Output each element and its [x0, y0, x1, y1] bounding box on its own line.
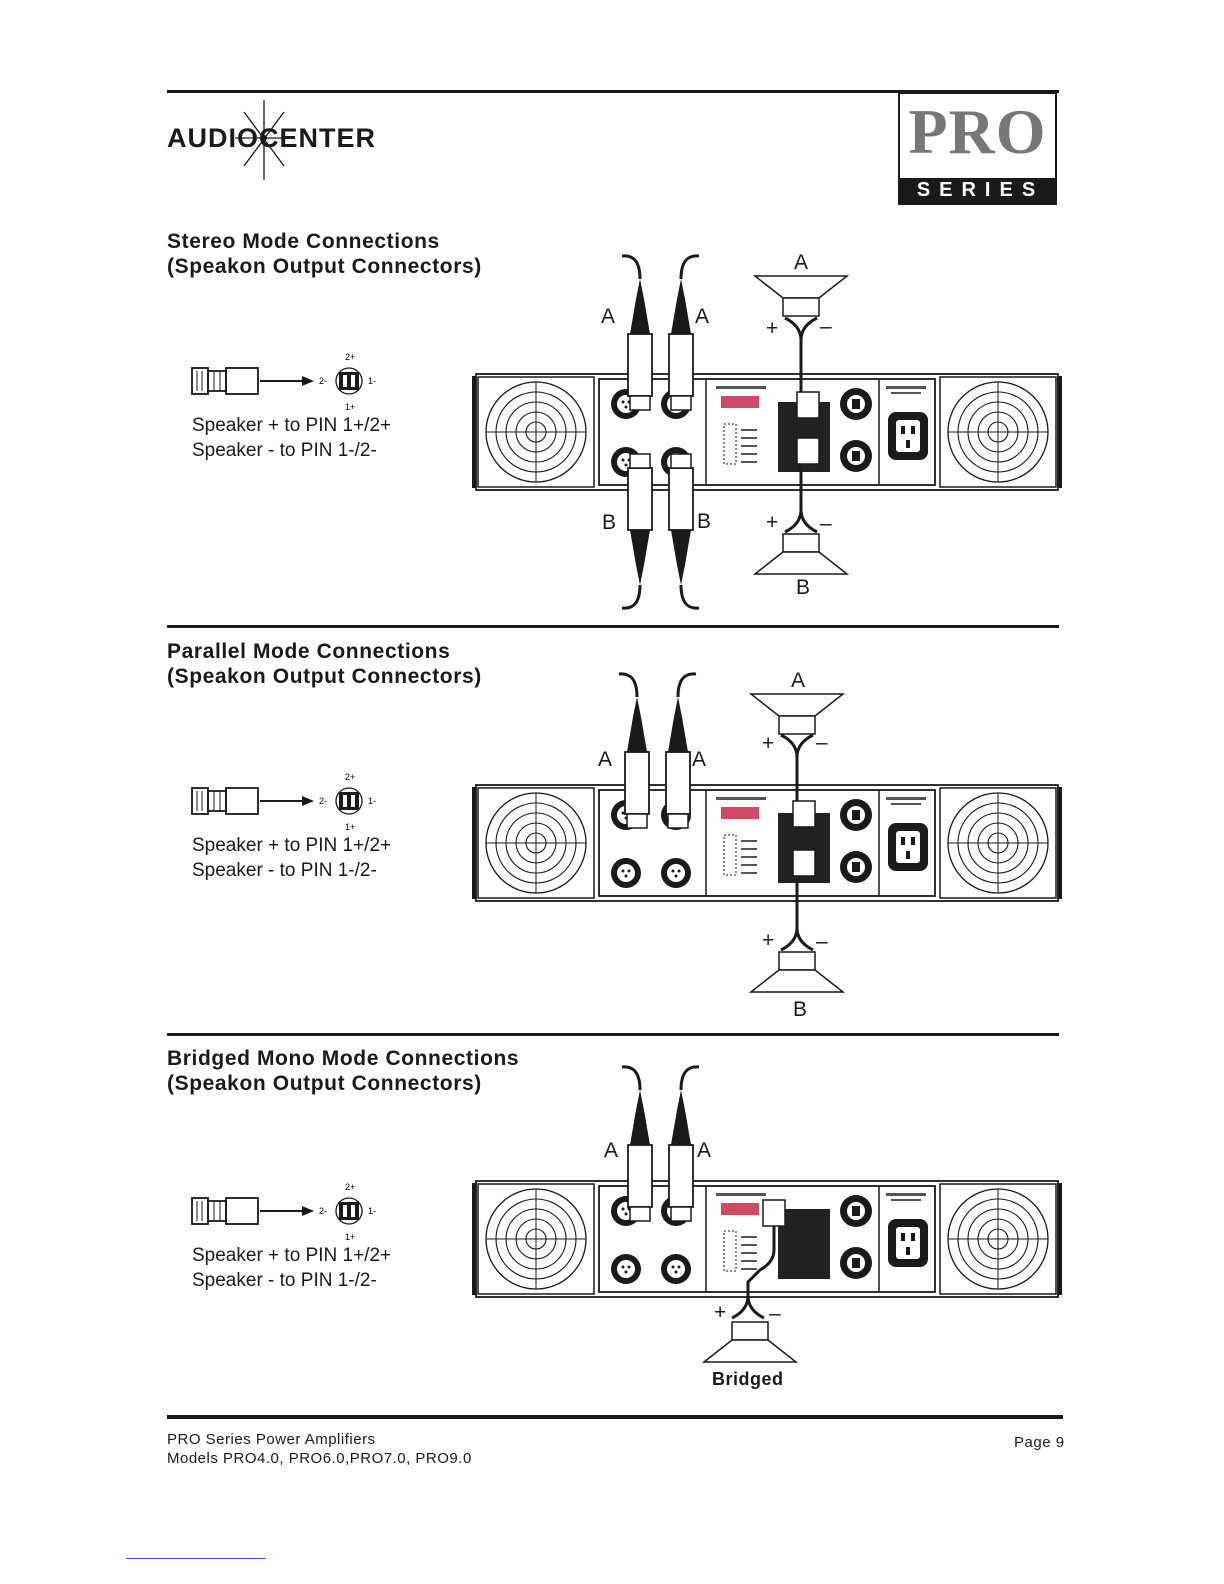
pro-series-badge: PRO SERIES	[898, 92, 1057, 205]
polarity-plus: +	[762, 732, 774, 755]
bridged-diagram: 2+ 2- 1- 1+ A A + –	[191, 1065, 1062, 1363]
section-divider-1	[167, 625, 1059, 628]
pin-label: 1-	[368, 1206, 376, 1216]
speaker-label-a: A	[791, 669, 805, 692]
speaker-bridged-icon	[703, 1321, 797, 1363]
polarity-plus: +	[762, 929, 774, 952]
pin-line: Speaker + to PIN 1+/2+	[192, 415, 392, 436]
bridged-heading: Bridged Mono Mode Connections (Speakon O…	[167, 1046, 519, 1096]
pin-label: 1-	[368, 376, 376, 386]
pin-label: 2-	[319, 796, 327, 806]
pin-line: Speaker - to PIN 1-/2-	[192, 1270, 377, 1291]
speaker-b-icon	[750, 951, 844, 993]
parallel-pin-note: Speaker + to PIN 1+/2+ Speaker - to PIN …	[192, 833, 391, 883]
header-rule	[167, 90, 1059, 93]
pin-label: 1+	[345, 1232, 355, 1242]
starburst-icon	[235, 100, 293, 180]
footnote-separator	[126, 1558, 266, 1559]
polarity-minus: –	[820, 512, 832, 535]
footer-line: PRO Series Power Amplifiers	[167, 1431, 376, 1448]
pin-label: 1-	[368, 796, 376, 806]
speaker-label-a: A	[794, 251, 808, 274]
pin-line: Speaker + to PIN 1+/2+	[192, 835, 392, 856]
input-label-a: A	[598, 748, 612, 771]
input-label-a: A	[695, 305, 709, 328]
speakon-pinout-icon	[335, 787, 363, 815]
speakon-pinout-icon	[335, 367, 363, 395]
pin-line: Speaker - to PIN 1-/2-	[192, 860, 377, 881]
polarity-plus: +	[766, 317, 778, 340]
parallel-diagram: 2+ 2- 1- 1+ A A A + – + – B	[191, 669, 1062, 1021]
heading-line: (Speakon Output Connectors)	[167, 665, 482, 688]
heading-line: Parallel Mode Connections	[167, 640, 451, 663]
pin-label: 2-	[319, 376, 327, 386]
parallel-heading: Parallel Mode Connections (Speakon Outpu…	[167, 639, 482, 689]
heading-line: (Speakon Output Connectors)	[167, 255, 482, 278]
input-label-b: B	[697, 510, 711, 533]
bridged-label: Bridged	[712, 1369, 784, 1389]
input-label-a: A	[692, 748, 706, 771]
page-number: Page 9	[1014, 1434, 1065, 1451]
speaker-label-b: B	[796, 576, 810, 599]
speaker-label-b: B	[793, 998, 807, 1021]
heading-line: Stereo Mode Connections	[167, 230, 440, 253]
input-label-a: A	[601, 305, 615, 328]
pin-label: 2-	[319, 1206, 327, 1216]
pin-label: 1+	[345, 822, 355, 832]
series-bar: SERIES	[900, 178, 1055, 203]
footer-line: Models PRO4.0, PRO6.0,PRO7.0, PRO9.0	[167, 1450, 472, 1467]
stereo-heading: Stereo Mode Connections (Speakon Output …	[167, 229, 482, 279]
input-label-a: A	[604, 1139, 618, 1162]
input-label-b: B	[602, 511, 616, 534]
amplifier-rear-panel	[472, 1181, 1062, 1297]
speakon-plug-icon	[191, 787, 259, 815]
speakon-plug-icon	[191, 367, 259, 395]
heading-line: (Speakon Output Connectors)	[167, 1072, 482, 1095]
pin-line: Speaker - to PIN 1-/2-	[192, 440, 377, 461]
pin-label: 1+	[345, 402, 355, 412]
polarity-plus: +	[714, 1301, 726, 1324]
speaker-b-icon	[754, 533, 848, 575]
polarity-minus: –	[816, 930, 828, 953]
polarity-plus: +	[766, 511, 778, 534]
heading-line: Bridged Mono Mode Connections	[167, 1047, 520, 1070]
audiocenter-logo: AUDIOCENTER	[167, 100, 417, 180]
section-divider-2	[167, 1033, 1059, 1036]
stereo-diagram: 2+ 2- 1- 1+ A A B B A + – + – B	[191, 251, 1062, 610]
bridged-pin-note: Speaker + to PIN 1+/2+ Speaker - to PIN …	[192, 1243, 391, 1293]
speakon-plug-icon	[191, 1197, 259, 1225]
polarity-minus: –	[769, 1302, 781, 1325]
pin-line: Speaker + to PIN 1+/2+	[192, 1245, 392, 1266]
amplifier-rear-panel	[472, 374, 1062, 490]
logo-wordmark: AUDIOCENTER	[167, 123, 377, 153]
polarity-minus: –	[820, 315, 832, 338]
speaker-a-icon	[750, 693, 844, 735]
pin-label: 2+	[345, 1182, 355, 1192]
speakon-pinout-icon	[335, 1197, 363, 1225]
polarity-minus: –	[816, 731, 828, 754]
stereo-pin-note: Speaker + to PIN 1+/2+ Speaker - to PIN …	[192, 413, 391, 463]
speaker-a-icon	[754, 275, 848, 317]
pin-label: 2+	[345, 772, 355, 782]
pin-label: 2+	[345, 352, 355, 362]
pro-wordmark: PRO	[908, 96, 1047, 167]
footer-rule	[167, 1415, 1063, 1419]
input-label-a: A	[697, 1139, 711, 1162]
footer: PRO Series Power Amplifiers Models PRO4.…	[167, 1430, 472, 1468]
amplifier-rear-panel	[472, 785, 1062, 901]
